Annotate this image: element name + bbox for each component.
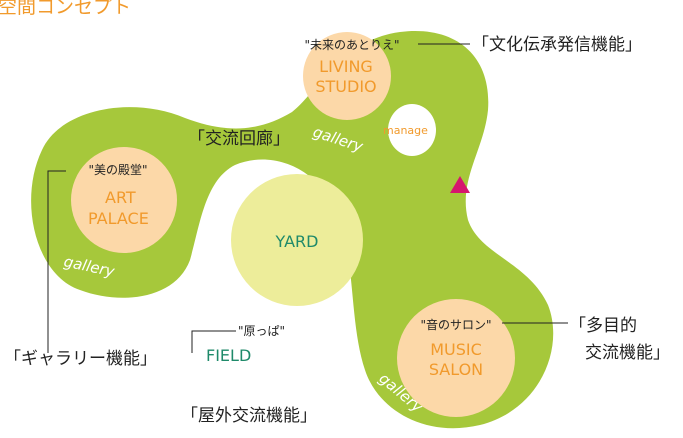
art-label-line2: PALACE	[88, 209, 149, 228]
music-label-line2: SALON	[429, 360, 483, 379]
living-caption: "未来のあとりえ"	[304, 38, 399, 52]
art-palace-room	[71, 147, 177, 253]
living-function: 「文化伝承発信機能」	[472, 35, 642, 55]
leader-lines	[47, 43, 568, 353]
music-function-line1: 「多目的	[569, 316, 637, 336]
art-caption: "美の殿堂"	[88, 163, 147, 177]
field-leader-line	[191, 330, 236, 353]
living-label-line1: LIVING	[319, 57, 373, 76]
corridor-label: 「交流回廊」	[188, 129, 290, 149]
music-salon-room	[397, 299, 515, 417]
field-caption: "原っぱ"	[238, 324, 285, 338]
page-title: 空間コンセプト	[0, 0, 131, 18]
art-function: 「ギャラリー機能」	[4, 349, 157, 369]
living-studio-room	[303, 32, 391, 120]
triangle-marker-icon	[450, 176, 470, 193]
music-label-line1: MUSIC	[430, 340, 482, 359]
field-label: FIELD	[206, 346, 251, 365]
music-caption: "音のサロン"	[420, 317, 491, 332]
manage-room-cutout	[388, 104, 436, 156]
manage-label: manage	[383, 124, 428, 137]
art-label-line1: ART	[105, 188, 136, 207]
field-function: 「屋外交流機能」	[181, 406, 317, 426]
yard-label: YARD	[275, 232, 319, 251]
music-function-line2: 交流機能」	[585, 343, 670, 363]
living-label-line2: STUDIO	[315, 77, 376, 96]
art-leader-line	[47, 170, 66, 353]
yard-area	[231, 174, 363, 306]
